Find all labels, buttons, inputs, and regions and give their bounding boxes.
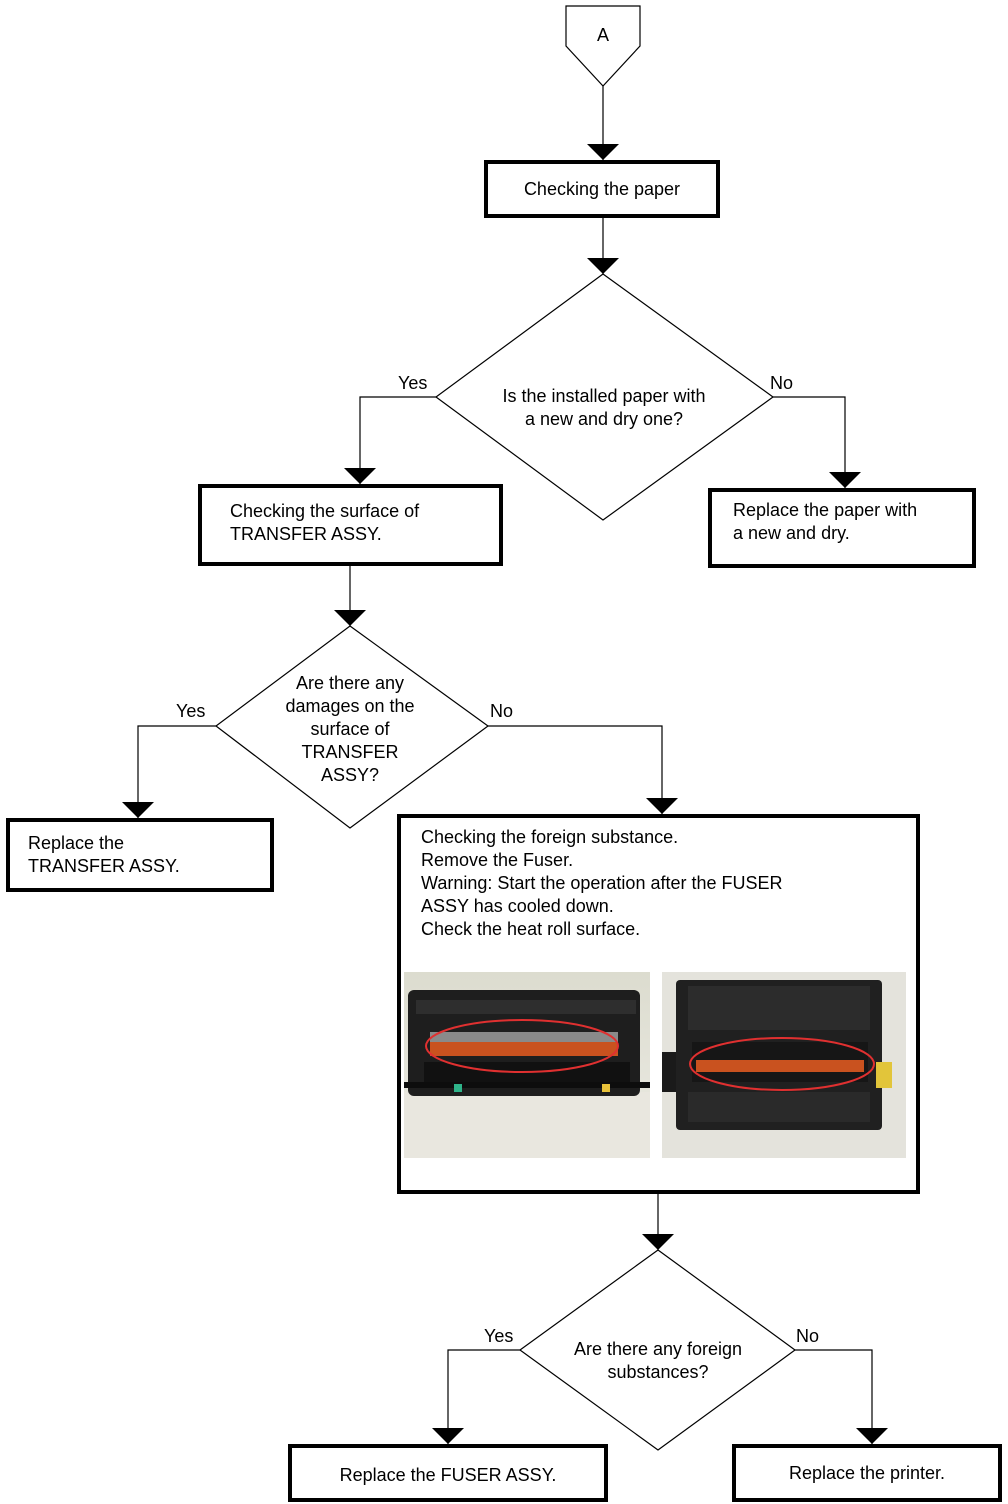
step-replace-paper — [708, 488, 976, 568]
decision-damage-shape — [215, 625, 490, 829]
decision-foreign-no-label: No — [796, 1326, 820, 1346]
decision-foreign-shape — [518, 1249, 797, 1451]
step-checking-paper-text: Checking the paper — [523, 179, 681, 199]
step-checking-paper — [484, 160, 720, 218]
arrow-foreign-no — [795, 1349, 888, 1444]
fuser-photo-rear — [662, 972, 906, 1158]
decision-damage-yes-label: Yes — [176, 701, 206, 721]
connector-label: A — [596, 25, 609, 45]
step-replace-transfer-text: Replace the TRANSFER ASSY. — [28, 833, 180, 876]
decision-paper-text: Is the installed paper with a new and dr… — [502, 386, 706, 429]
arrow-damage-no — [488, 725, 678, 814]
connector-shape — [565, 5, 641, 87]
decision-damage-no-label: No — [490, 701, 514, 721]
arrow-paper-no — [773, 396, 861, 488]
decision-paper-shape — [434, 273, 775, 521]
fuser-photo-rear-drawing — [662, 972, 906, 1158]
arrow-paper-yes — [344, 396, 436, 484]
step-replace-fuser — [288, 1444, 608, 1502]
step-checking-transfer — [198, 484, 503, 566]
highlight-ring-rear — [689, 1037, 875, 1091]
step-replace-printer-text: Replace the printer. — [788, 1463, 946, 1483]
highlight-ring-front — [425, 1019, 619, 1073]
step-replace-fuser-text: Replace the FUSER ASSY. — [339, 1465, 557, 1485]
step-foreign-substance-text: Checking the foreign substance. Remove t… — [421, 827, 783, 939]
fuser-photo-front-drawing — [404, 972, 650, 1158]
step-replace-paper-text: Replace the paper with a new and dry. — [733, 500, 918, 543]
decision-damage-text: Are there any damages on the surface of … — [285, 673, 415, 785]
arrow-foreign-yes — [432, 1349, 520, 1444]
fuser-photo-front — [404, 972, 650, 1158]
decision-paper-yes-label: Yes — [398, 373, 428, 393]
step-replace-transfer — [6, 818, 274, 892]
decision-foreign-yes-label: Yes — [484, 1326, 514, 1346]
arrow-damage-yes — [122, 725, 216, 818]
decision-foreign-text: Are there any foreign substances? — [573, 1339, 743, 1382]
decision-paper-no-label: No — [770, 373, 794, 393]
step-replace-printer — [732, 1444, 1002, 1502]
step-checking-transfer-text: Checking the surface of TRANSFER ASSY. — [230, 501, 420, 544]
